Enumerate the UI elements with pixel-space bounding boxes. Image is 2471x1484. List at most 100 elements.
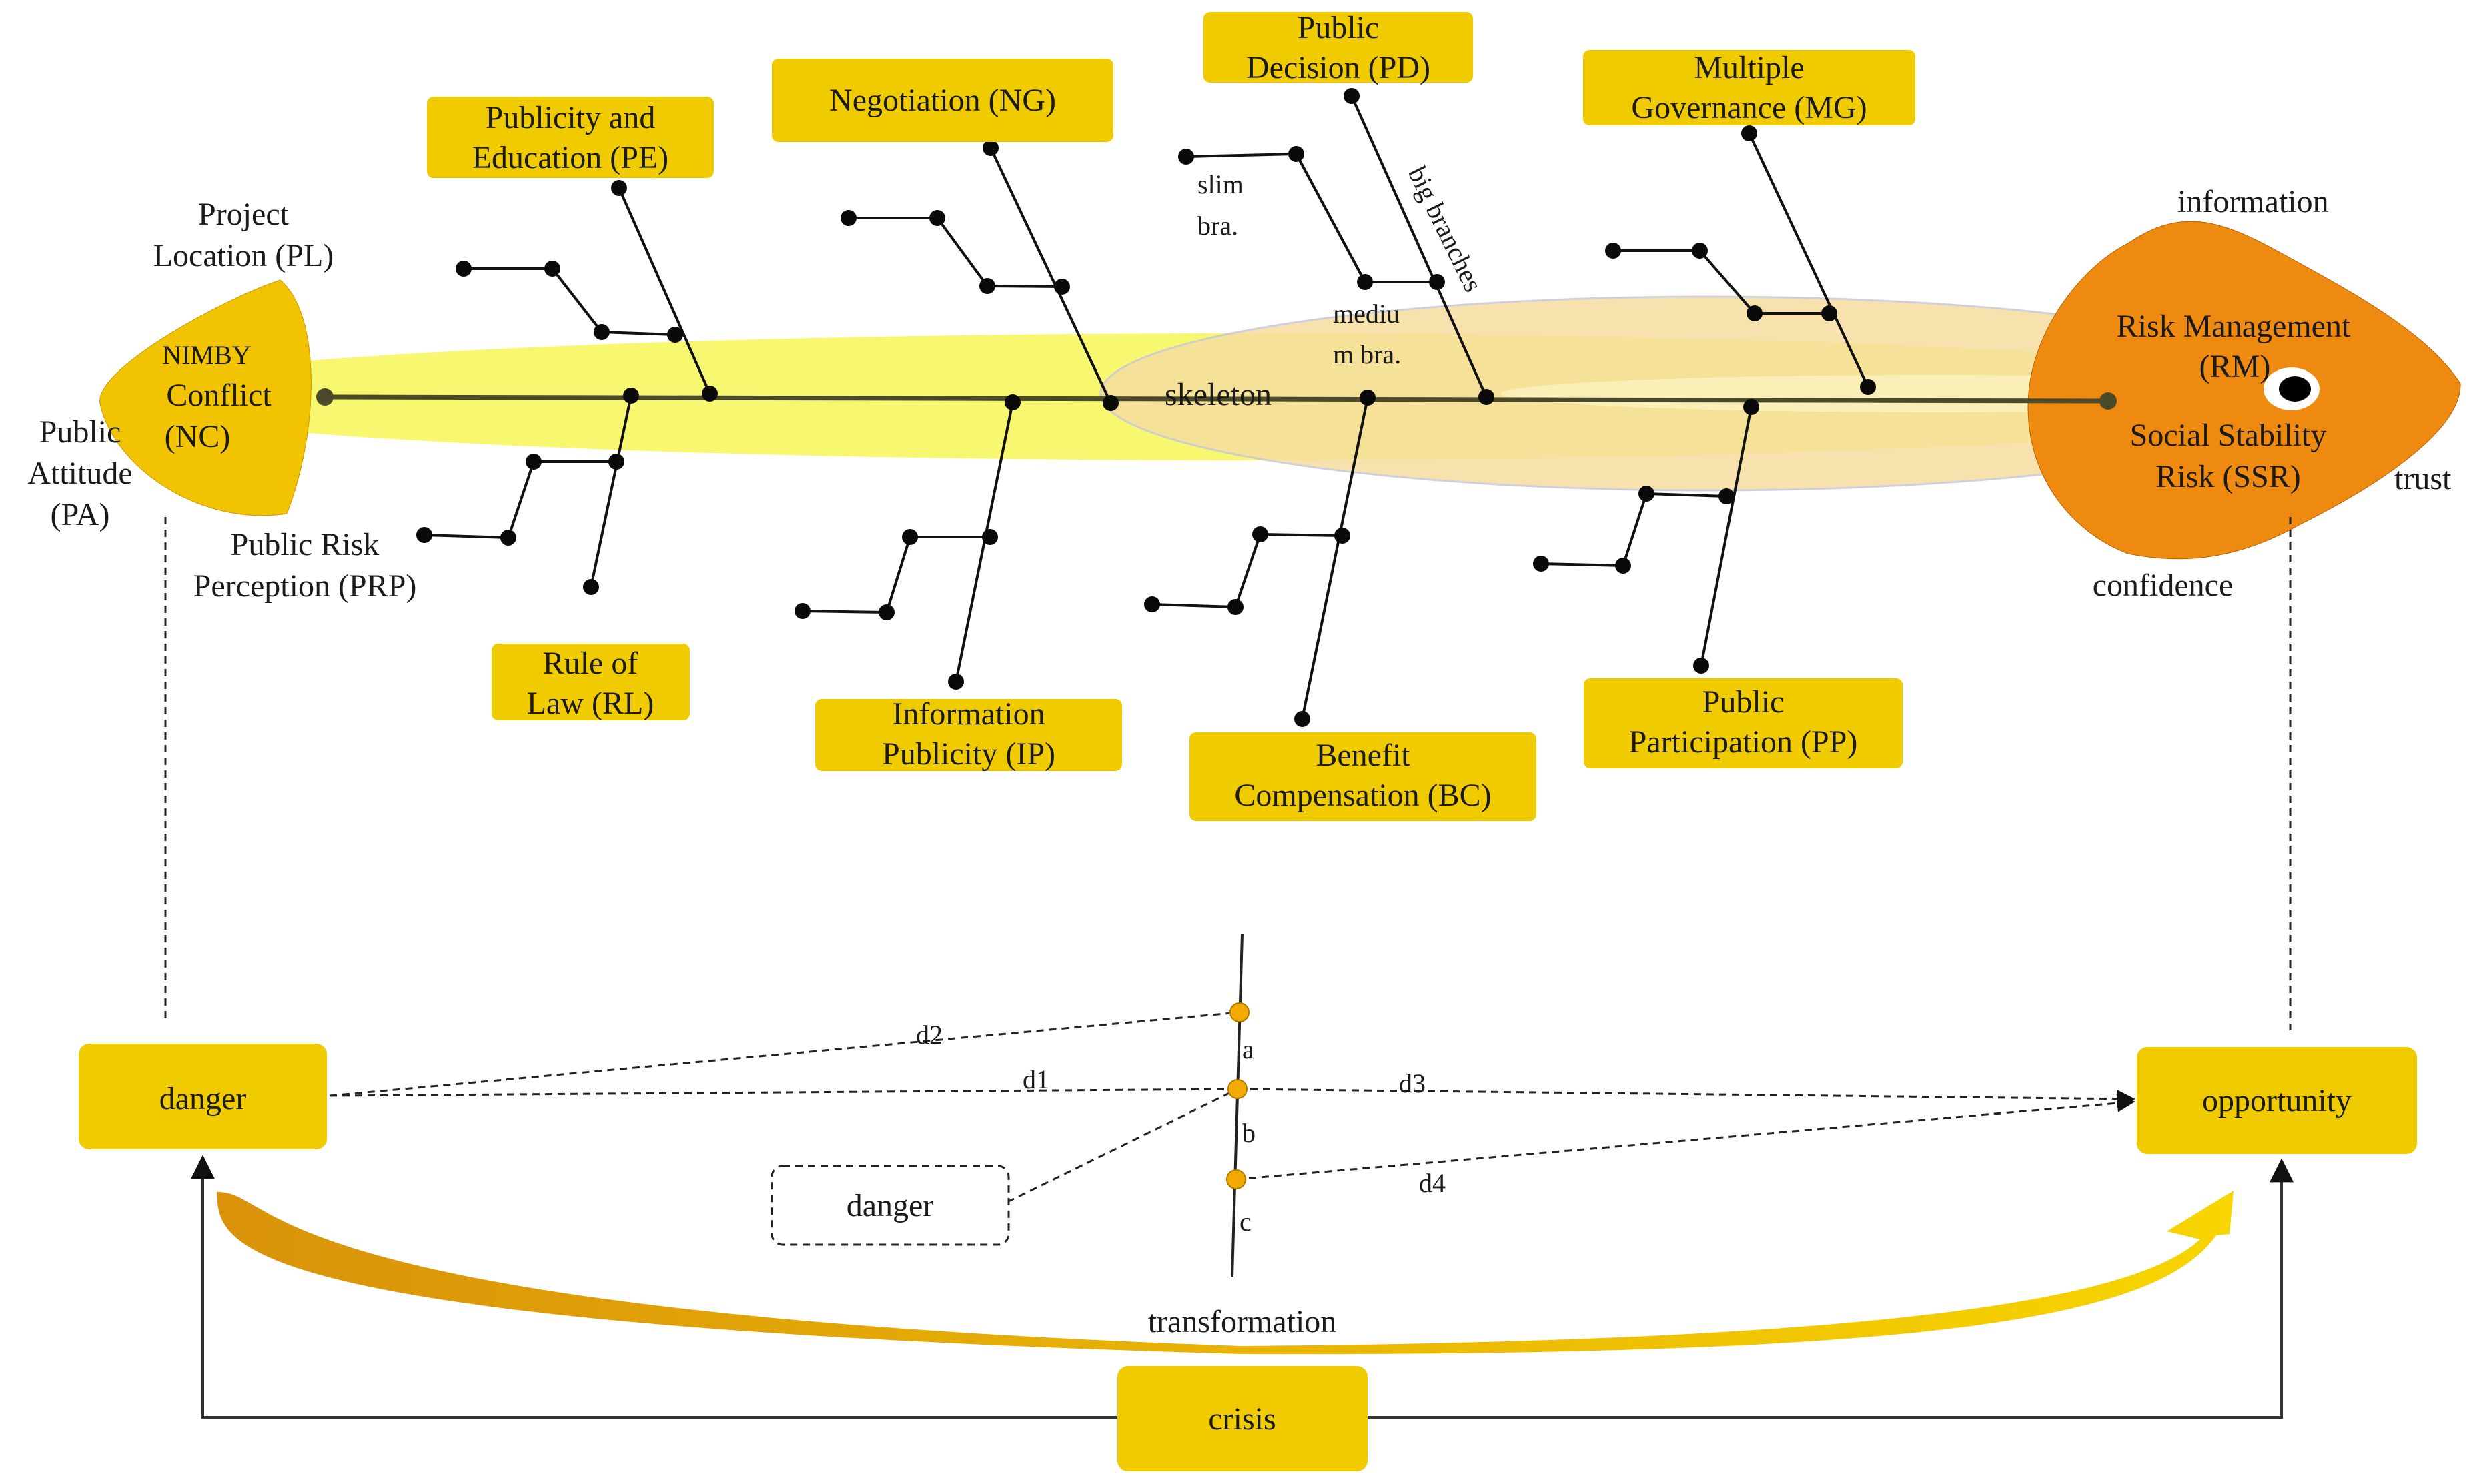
box-pp [1584, 678, 1903, 768]
node [526, 454, 542, 470]
node [1743, 399, 1759, 415]
node [623, 388, 639, 404]
label-big-branches: big branches [1402, 161, 1489, 296]
transformation-arrow [217, 1191, 2234, 1355]
node [1533, 556, 1549, 572]
label-trust: trust [2394, 461, 2452, 496]
node [1005, 394, 1021, 410]
label-skeleton: skeleton [1165, 377, 1272, 412]
label-d1: d1 [1023, 1064, 1049, 1094]
box-pe-line2: Education (PE) [472, 140, 669, 175]
node [1693, 658, 1709, 674]
label-prp-2: Perception (PRP) [193, 568, 417, 604]
branch-pp [1700, 406, 1753, 666]
node [979, 278, 995, 294]
box-rl-line2: Law (RL) [527, 686, 654, 721]
node [1478, 389, 1494, 405]
line-d2 [329, 1011, 1240, 1097]
branch-ng [989, 147, 1112, 404]
label-pa-3: (PA) [51, 497, 110, 532]
box-ng-line1: Negotiation (NG) [829, 83, 1056, 118]
box-rl-line1: Rule of [543, 646, 638, 681]
label-slim-2: bra. [1197, 211, 1238, 241]
branch-ip-medium [802, 536, 990, 614]
node [902, 529, 918, 545]
node [1054, 279, 1070, 295]
head-label-4: Risk (SSR) [2155, 459, 2300, 494]
node [544, 261, 560, 277]
bottom-section: a b c d1 d2 d3 d4 danger opportunity dan… [79, 517, 2417, 1471]
box-mg [1583, 50, 1915, 125]
box-pd-line1: Public [1298, 10, 1380, 45]
box-ip-line1: Information [892, 696, 1045, 732]
side-labels: Project Location (PL) Public Attitude (P… [27, 184, 2452, 604]
crisis-to-danger [191, 1155, 1117, 1419]
opportunity-box [2137, 1047, 2417, 1154]
node [795, 603, 811, 619]
node [1357, 274, 1373, 290]
label-c: c [1240, 1207, 1252, 1237]
box-pd-line2: Decision (PD) [1246, 50, 1430, 85]
head-risk-management: Risk Management (RM) Social Stability Ri… [2027, 221, 2461, 560]
label-pa-1: Public [39, 414, 121, 450]
node [1860, 379, 1876, 395]
tail-label-nc: (NC) [165, 419, 231, 454]
branch-bc [1301, 397, 1369, 720]
point-c [1226, 1169, 1246, 1189]
node [702, 386, 718, 402]
box-ip-line2: Publicity (IP) [882, 736, 1055, 772]
label-confidence: confidence [2093, 568, 2234, 603]
node [1615, 558, 1631, 574]
label-b: b [1242, 1118, 1256, 1148]
box-mg-line1: Multiple [1694, 50, 1804, 85]
label-slim-1: slim [1197, 169, 1244, 199]
label-medium-1: mediu [1333, 299, 1400, 329]
branch-rl [590, 395, 632, 588]
point-b [1227, 1079, 1248, 1099]
box-rl [492, 644, 690, 720]
node [611, 180, 627, 196]
node [1360, 390, 1376, 406]
label-pl-1: Project [198, 197, 290, 232]
node [1288, 146, 1304, 162]
danger-box [79, 1044, 327, 1149]
branch-mg-medium [1613, 249, 1829, 315]
crisis-to-opportunity [1368, 1158, 2294, 1419]
label-transformation: transformation [1148, 1304, 1337, 1339]
box-pp-line1: Public [1702, 684, 1785, 720]
point-a [1229, 1002, 1250, 1022]
node [583, 579, 599, 595]
crisis-box-label: crisis [1208, 1401, 1276, 1437]
node [1227, 599, 1244, 615]
box-bc-line2: Compensation (BC) [1234, 778, 1491, 813]
node [1605, 243, 1621, 259]
label-a: a [1242, 1034, 1254, 1064]
danger-box-label: danger [159, 1081, 247, 1117]
box-pe [427, 97, 714, 178]
label-d2: d2 [916, 1020, 943, 1050]
tail-nimby-conflict: NIMBY Conflict (NC) [99, 279, 312, 516]
label-medium-2: m bra. [1333, 339, 1401, 369]
label-pl-2: Location (PL) [153, 238, 334, 273]
branch-bc-medium [1151, 532, 1343, 609]
spine-end-node [2099, 392, 2117, 410]
factor-boxes: Publicity and Education (PE) Negotiation… [427, 10, 1915, 821]
head-label-2: (RM) [2199, 349, 2271, 384]
branch-pd [1350, 95, 1488, 398]
branch-pe [618, 187, 711, 394]
box-mg-line2: Governance (MG) [1631, 90, 1867, 125]
node [1747, 305, 1763, 321]
box-bc-line1: Benefit [1316, 738, 1410, 773]
spine-start-node [316, 388, 334, 406]
box-pp-line2: Participation (PP) [1629, 724, 1858, 760]
node [594, 324, 610, 340]
box-bc [1189, 732, 1536, 821]
node [1144, 596, 1160, 612]
box-pe-line1: Publicity and [486, 100, 656, 135]
tail-shape [99, 279, 312, 516]
node [667, 327, 683, 343]
eye-pupil [2279, 376, 2311, 402]
tail-label-conflict: Conflict [166, 378, 272, 413]
node [948, 674, 964, 690]
branch-pe-medium [464, 267, 676, 336]
